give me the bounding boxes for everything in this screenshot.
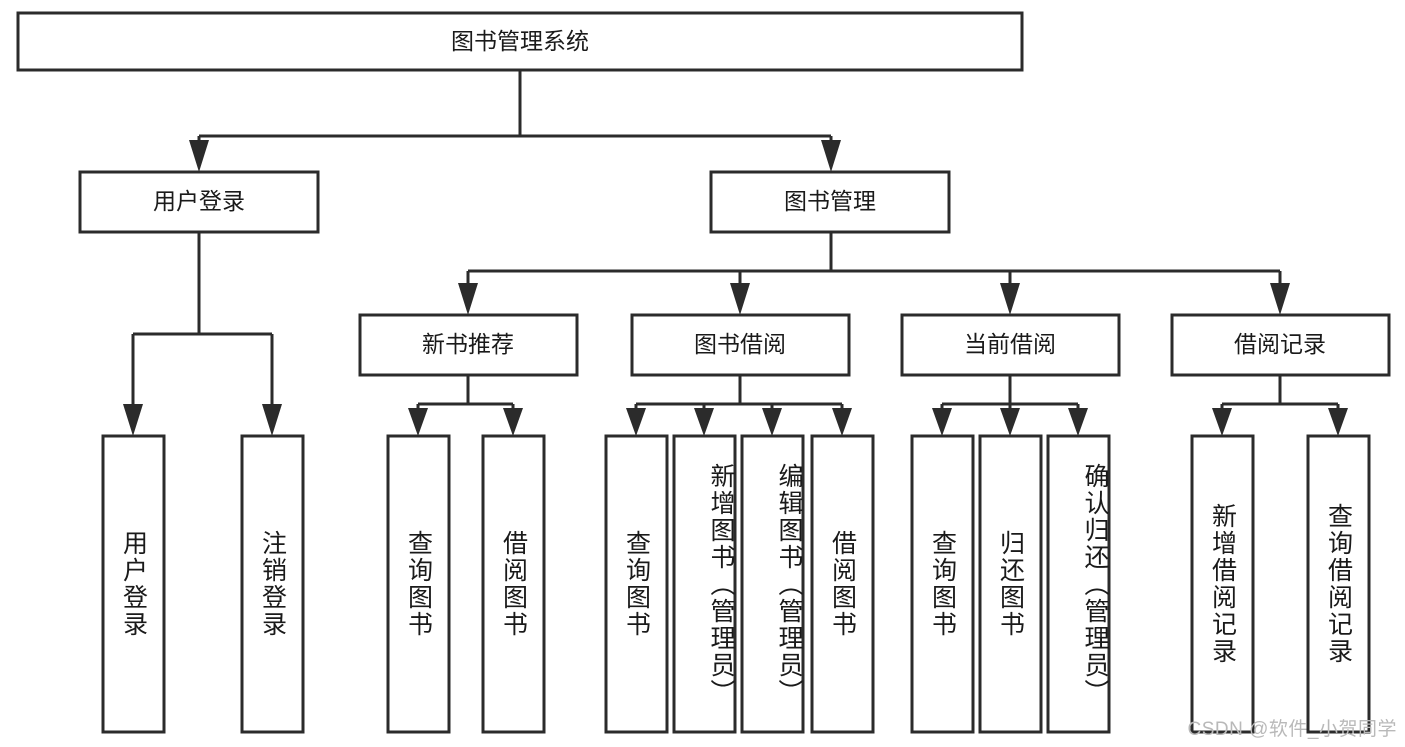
- arrow-to-leaf-query-record: [1328, 408, 1348, 436]
- connector-layer: [123, 70, 1348, 436]
- arrow-to-leaf-add-book: [694, 408, 714, 436]
- node-leaf-edit-book-box[interactable]: [740, 434, 805, 734]
- arrow-to-leaf-borrow-book-2: [832, 408, 852, 436]
- arrow-to-leaf-query-book-1: [408, 408, 428, 436]
- node-borrow-record-label: 借阅记录: [1234, 331, 1326, 357]
- node-leaf-borrow-book-2-box[interactable]: [810, 434, 875, 734]
- node-leaf-return-book-box[interactable]: [978, 434, 1043, 734]
- node-leaf-query-book-1-box[interactable]: [386, 434, 451, 734]
- node-book-manage-label: 图书管理: [784, 188, 876, 214]
- arrow-to-book-borrow: [730, 283, 750, 315]
- arrow-root-to-user-login: [189, 140, 209, 172]
- node-user-login[interactable]: 用户登录: [78, 170, 320, 234]
- arrow-to-leaf-user-logout: [262, 404, 282, 436]
- node-leaf-user-login-box[interactable]: [101, 434, 166, 734]
- arrow-to-leaf-add-record: [1212, 408, 1232, 436]
- node-new-book-recommend-box[interactable]: [358, 313, 579, 377]
- node-leaf-user-logout-box[interactable]: [240, 434, 305, 734]
- node-book-manage-box[interactable]: [709, 170, 951, 234]
- node-book-borrow[interactable]: 图书借阅: [630, 313, 851, 377]
- node-current-borrow[interactable]: 当前借阅: [900, 313, 1121, 377]
- node-borrow-record-box[interactable]: [1170, 313, 1391, 377]
- node-borrow-record[interactable]: 借阅记录: [1170, 313, 1391, 377]
- node-leaf-query-book-2-box[interactable]: [604, 434, 669, 734]
- node-current-borrow-label: 当前借阅: [964, 331, 1056, 357]
- arrow-to-leaf-borrow-book-1: [503, 408, 523, 436]
- node-new-book-recommend[interactable]: 新书推荐: [358, 313, 579, 377]
- arrow-to-leaf-edit-book: [762, 408, 782, 436]
- arrow-to-leaf-query-book-2: [626, 408, 646, 436]
- node-current-borrow-box[interactable]: [900, 313, 1121, 377]
- node-root-box[interactable]: [16, 11, 1024, 72]
- leaf-box-layer: [101, 434, 1371, 734]
- node-leaf-add-book-box[interactable]: [672, 434, 737, 734]
- arrow-to-new-book-recommend: [458, 283, 478, 315]
- node-new-book-recommend-label: 新书推荐: [422, 331, 514, 357]
- arrow-to-current-borrow: [1000, 283, 1020, 315]
- node-leaf-borrow-book-1-box[interactable]: [481, 434, 546, 734]
- watermark-text: CSDN @软件_小贺同学: [1187, 719, 1397, 740]
- arrow-to-leaf-return-book: [1000, 408, 1020, 436]
- arrow-to-leaf-query-book-3: [932, 408, 952, 436]
- node-root[interactable]: 图书管理系统: [16, 11, 1024, 72]
- node-leaf-query-record-box[interactable]: [1306, 434, 1371, 734]
- node-root-label: 图书管理系统: [451, 28, 589, 54]
- node-book-borrow-label: 图书借阅: [694, 331, 786, 357]
- node-book-manage[interactable]: 图书管理: [709, 170, 951, 234]
- arrow-to-borrow-record: [1270, 283, 1290, 315]
- node-leaf-query-book-3-box[interactable]: [910, 434, 975, 734]
- node-book-borrow-box[interactable]: [630, 313, 851, 377]
- arrow-to-leaf-user-login: [123, 404, 143, 436]
- node-leaf-add-record-box[interactable]: [1190, 434, 1255, 734]
- node-leaf-confirm-return-box[interactable]: [1046, 434, 1111, 734]
- arrow-root-to-book-manage: [821, 140, 841, 172]
- node-user-login-label: 用户登录: [153, 188, 245, 214]
- arrow-to-leaf-confirm-return: [1068, 408, 1088, 436]
- node-user-login-box[interactable]: [78, 170, 320, 234]
